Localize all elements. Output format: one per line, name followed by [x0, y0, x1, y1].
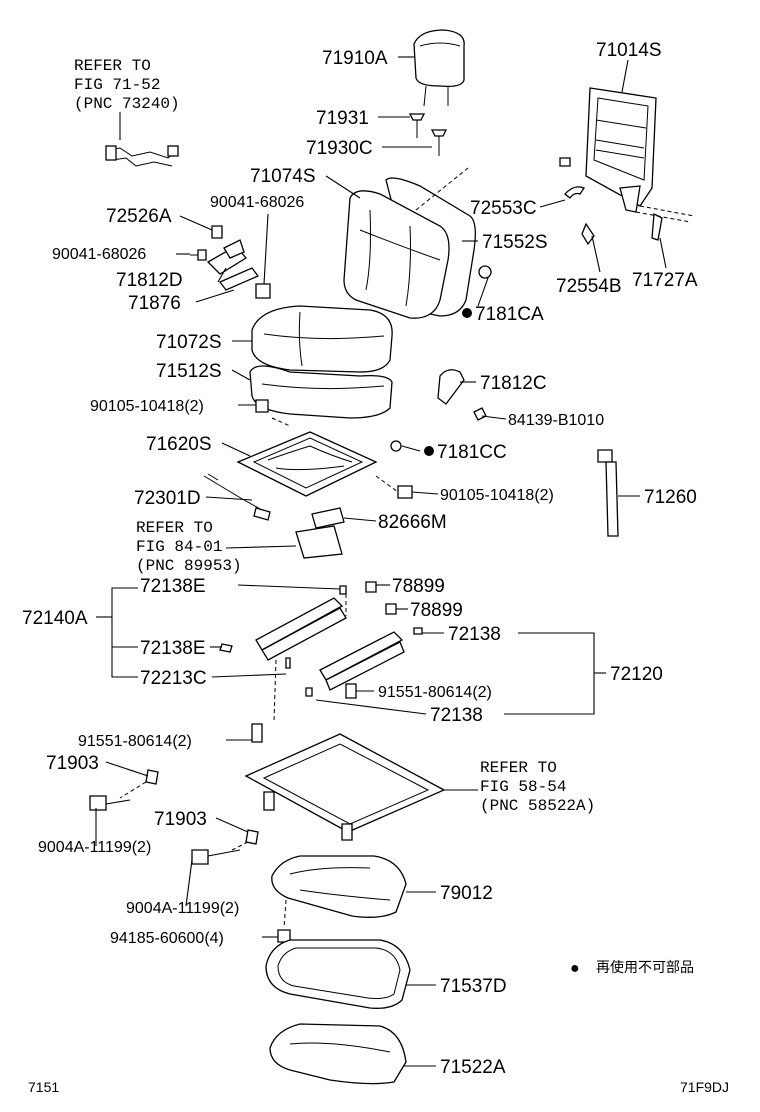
part-labels: 71910A 71931 71930C 71014S 71074S 72553C…: [22, 40, 698, 1078]
undercover-drawing: [271, 855, 407, 943]
label-clip-71903-a: 71903: [46, 753, 99, 774]
label-seal: 71537D: [440, 976, 507, 997]
label-headrest-support: 71931: [316, 108, 369, 129]
label-side-bracket: 71812C: [480, 373, 547, 394]
seal-drawing: [265, 939, 411, 1009]
ref1-line3: (PNC 73240): [74, 95, 180, 113]
seat-pan-drawing: [89, 733, 446, 865]
label-hog-ring-back: 7181CA: [475, 304, 544, 325]
label-headrest-guide: 71930C: [306, 138, 373, 159]
label-adjuster-72138e-upper: 72138E: [140, 576, 206, 597]
label-cushion-frame: 71620S: [146, 434, 212, 455]
seatback-pad-drawing: [343, 177, 663, 319]
ref3-line2: FIG 58-54: [480, 778, 566, 796]
label-tray: 71522A: [440, 1057, 506, 1078]
footer-figure-number: 7151: [28, 1079, 59, 1095]
ref2-line1: REFER TO: [136, 519, 213, 537]
label-adjuster-left: 72140A: [22, 608, 88, 629]
label-bolt-90105-upper: 90105-10418(2): [90, 398, 204, 415]
label-lever-bracket: 71812D: [116, 270, 183, 291]
label-bolt-71876: 71876: [128, 293, 181, 314]
label-pin-72138-a: 72138: [448, 624, 501, 645]
headrest-drawing: [408, 29, 465, 156]
footer: 7151 71F9DJ: [28, 1079, 729, 1095]
lever-bracket-drawing: [190, 225, 271, 299]
label-adjuster-72138e-lower: 72138E: [140, 638, 206, 659]
label-bolt-9004a-a: 9004A-11199(2): [38, 839, 151, 856]
label-pin-72138-b: 72138: [430, 705, 483, 726]
reuse-marker-dot: [462, 308, 472, 318]
label-screw-84139: 84139-B1010: [508, 412, 604, 429]
label-cushion-pad: 71072S: [156, 332, 222, 353]
side-bracket-drawing: [390, 369, 487, 452]
ref3-line1: REFER TO: [480, 759, 557, 777]
label-screw-b: 90041-68026: [52, 246, 146, 263]
label-cover-bracket: 72526A: [106, 206, 172, 227]
label-hog-ring-cushion: 7181CC: [437, 442, 507, 463]
label-connector: 82666M: [378, 512, 447, 533]
label-bolt-9004a-b: 9004A-11199(2): [126, 900, 239, 917]
cushion-drawing: [249, 305, 393, 419]
strap-drawing: [597, 449, 619, 537]
tray-drawing: [269, 1023, 407, 1085]
ref1-line1: REFER TO: [74, 57, 151, 75]
label-hinge-cover: 72554B: [556, 276, 622, 297]
ref1-line2: FIG 71-52: [74, 76, 160, 94]
ref1-wire-drawing: [105, 112, 179, 167]
label-seatback-cover: 71552S: [482, 232, 548, 253]
label-screw-a: 90041-68026: [210, 194, 304, 211]
label-seat-pad-strip: 71727A: [632, 270, 698, 291]
label-seatback-frame: 71014S: [596, 40, 662, 61]
label-seatback-pad: 71074S: [250, 166, 316, 187]
label-bolt-91551-right: 91551-80614(2): [378, 684, 492, 701]
legend: ● 再使用不可部品: [570, 959, 694, 977]
assembly-lines: [119, 167, 695, 929]
cushion-frame-drawing: [203, 431, 413, 559]
label-bolt-91551-left: 91551-80614(2): [78, 733, 192, 750]
label-nut-94185: 94185-60600(4): [110, 930, 224, 947]
label-adjuster-right: 72120: [610, 664, 663, 685]
label-pin-72213c: 72213C: [140, 668, 207, 689]
label-bolt-78899-a: 78899: [392, 576, 445, 597]
label-strap: 71260: [644, 487, 697, 508]
seatback-frame-drawing: [559, 87, 657, 213]
label-cover-cap: 72553C: [470, 198, 537, 219]
reuse-marker-dot: [424, 446, 434, 456]
leader-lines: [95, 56, 667, 1067]
adjuster-drawing: [219, 581, 423, 743]
label-harness: 72301D: [134, 488, 201, 509]
label-cushion-cover: 71512S: [156, 361, 222, 382]
label-bolt-90105-lower: 90105-10418(2): [440, 487, 554, 504]
ref3-line3: (PNC 58522A): [480, 797, 595, 815]
label-clip-71903-b: 71903: [154, 809, 207, 830]
legend-text: 再使用不可部品: [596, 959, 694, 975]
footer-drawing-code: 71F9DJ: [680, 1079, 729, 1095]
reference-notes: REFER TO FIG 71-52 (PNC 73240) REFER TO …: [74, 57, 595, 815]
label-undercover: 79012: [440, 883, 493, 904]
label-headrest: 71910A: [322, 48, 388, 69]
legend-symbol: ●: [570, 960, 580, 977]
ref2-line3: (PNC 89953): [136, 557, 242, 575]
label-bolt-78899-b: 78899: [410, 600, 463, 621]
ref2-line2: FIG 84-01: [136, 538, 222, 556]
